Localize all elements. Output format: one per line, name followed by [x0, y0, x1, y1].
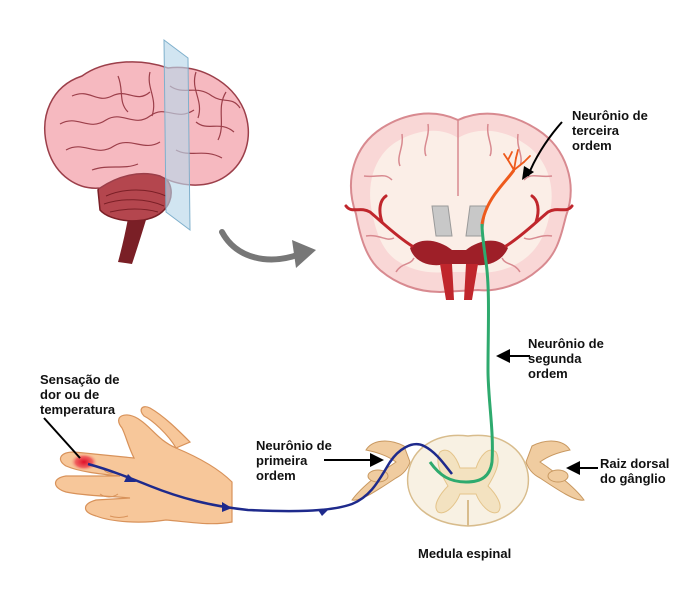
thumb — [140, 406, 192, 449]
coronal-sulci — [363, 120, 553, 273]
transition-arrow-head — [292, 240, 316, 268]
second-order-pointer-head — [496, 349, 510, 363]
coronal-brainstem — [440, 264, 478, 300]
dorsal-root-pointer-head — [566, 461, 580, 475]
brain-coronal-section — [344, 112, 574, 300]
third-order-pointer-head — [522, 166, 534, 180]
right-ganglion — [547, 469, 569, 483]
brain-lateral — [44, 38, 249, 264]
second-order-neuron — [428, 223, 494, 484]
sensation-pointer — [43, 417, 81, 459]
first-order-direction-arrows — [124, 474, 328, 516]
cerebellum-folds — [103, 189, 167, 213]
label-spinal-cord: Medula espinal — [418, 546, 512, 561]
pain-spot — [70, 453, 98, 471]
hand — [54, 406, 233, 525]
right-nerve-root — [525, 440, 585, 501]
label-sensation: Sensação de dor ou de temperatura — [40, 372, 120, 417]
label-dorsal-root: Raiz dorsal do gânglio — [600, 456, 670, 486]
coronal-plane — [163, 38, 191, 232]
first-order-pointer-head — [370, 453, 384, 467]
left-ventricle — [431, 205, 453, 237]
label-second-order: Neurônio de segunda ordem — [528, 336, 604, 381]
third-order-neuron — [480, 169, 516, 225]
label-first-order: Neurônio de primeira ordem — [256, 438, 332, 483]
coronal-white-matter — [370, 130, 552, 273]
hand-shape — [54, 414, 233, 525]
cerebrum — [44, 61, 249, 189]
transition-arrow — [219, 229, 303, 263]
coronal-vessels — [344, 194, 574, 248]
first-order-neuron — [87, 443, 453, 513]
label-third-order: Neurônio de terceira ordem — [572, 108, 648, 153]
third-order-dendrites — [503, 149, 531, 171]
